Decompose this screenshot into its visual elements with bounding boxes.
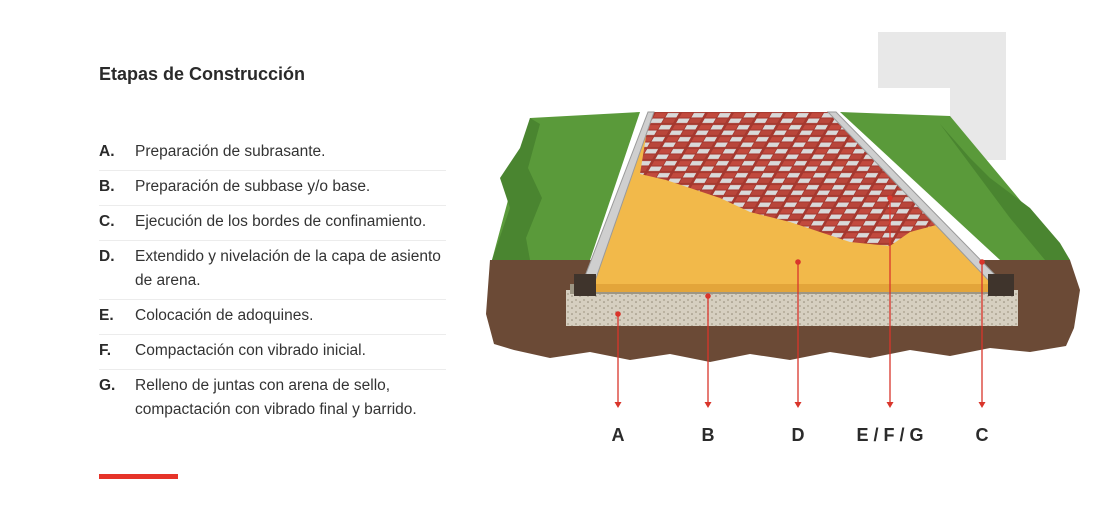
- step-letter: B.: [99, 175, 135, 199]
- step-text: Ejecución de los bordes de confinamiento…: [135, 210, 446, 234]
- label-b: B: [702, 425, 715, 445]
- step-item-b: B. Preparación de subbase y/o base.: [99, 171, 446, 206]
- subbase-layer: [566, 290, 1018, 326]
- step-item-e: E. Colocación de adoquines.: [99, 300, 446, 335]
- step-text: Compactación con vibrado inicial.: [135, 339, 446, 363]
- step-letter: G.: [99, 374, 135, 422]
- construction-steps-list: A. Preparación de subrasante. B. Prepara…: [99, 136, 446, 428]
- step-text: Extendido y nivelación de la capa de asi…: [135, 245, 446, 293]
- section-title: Etapas de Construcción: [99, 64, 305, 85]
- step-item-g: G. Relleno de juntas con arena de sello,…: [99, 370, 446, 428]
- step-letter: A.: [99, 140, 135, 164]
- step-text: Preparación de subbase y/o base.: [135, 175, 446, 199]
- step-letter: D.: [99, 245, 135, 293]
- label-c: C: [976, 425, 989, 445]
- label-d: D: [792, 425, 805, 445]
- label-efg: E / F / G: [856, 425, 923, 445]
- step-item-a: A. Preparación de subrasante.: [99, 136, 446, 171]
- step-letter: E.: [99, 304, 135, 328]
- step-text: Relleno de juntas con arena de sello, co…: [135, 374, 446, 422]
- step-text: Preparación de subrasante.: [135, 140, 446, 164]
- step-letter: C.: [99, 210, 135, 234]
- label-a: A: [612, 425, 625, 445]
- step-item-c: C. Ejecución de los bordes de confinamie…: [99, 206, 446, 241]
- curb-right-base: [988, 274, 1014, 296]
- step-text: Colocación de adoquines.: [135, 304, 446, 328]
- diagram-svg: A B D E / F / G C: [470, 28, 1090, 458]
- curb-left-base: [574, 274, 596, 296]
- step-item-d: D. Extendido y nivelación de la capa de …: [99, 241, 446, 300]
- pavement-cross-section-diagram: A B D E / F / G C: [470, 28, 1090, 458]
- accent-bar: [99, 474, 178, 479]
- step-letter: F.: [99, 339, 135, 363]
- step-item-f: F. Compactación con vibrado inicial.: [99, 335, 446, 370]
- sand-edge: [592, 284, 992, 292]
